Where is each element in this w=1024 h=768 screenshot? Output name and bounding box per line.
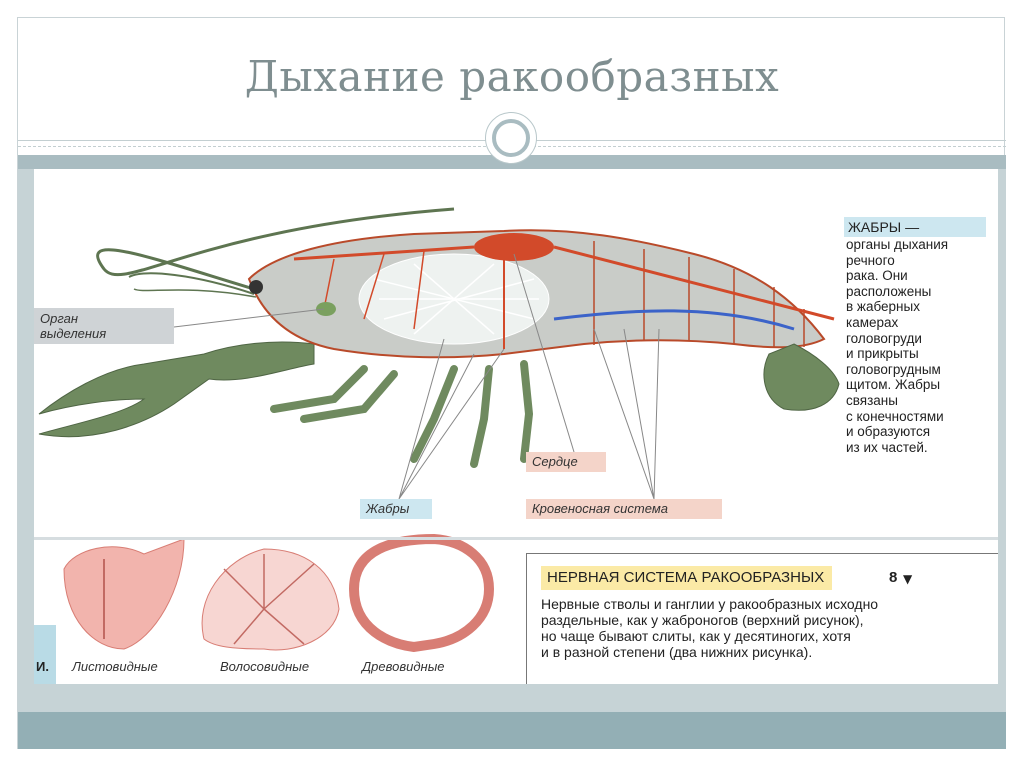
accent-band-bottom [18, 712, 1006, 749]
nervous-system-text: Нервные стволы и ганглии у ракообразных … [541, 596, 991, 660]
nervous-system-text-line: но чаще бывают слиты, как у десятиногих,… [541, 628, 851, 644]
gills-description-line: связаны [846, 392, 898, 408]
gills-description: органы дыхания речного рака. Они располо… [846, 237, 996, 455]
frame-side-right [998, 169, 1006, 684]
nervous-system-page-number: 8 [889, 569, 898, 586]
hair-gill-illustration [201, 548, 340, 651]
gill-type-label-leaf: Листовидные [72, 659, 158, 674]
excretory-organ-label-line2: выделения [40, 326, 107, 341]
nervous-system-text-line: раздельные, как у жаброногов (верхний ри… [541, 612, 864, 628]
panel-separator [34, 537, 998, 540]
gill-type-label-tree: Древовидные [362, 659, 445, 674]
nervous-system-title: НЕРВНАЯ СИСТЕМА РАКООБРАЗНЫХ [541, 566, 833, 590]
side-tab [34, 625, 56, 684]
nervous-system-text-line: Нервные стволы и ганглии у ракообразных … [541, 596, 879, 612]
leaf-gill-illustration [63, 538, 185, 650]
crayfish-figure: Орган выделения Сердце Жабры Кровеносная… [34, 169, 998, 684]
crayfish-illustration [38, 207, 840, 653]
gills-description-line: щитом. Жабры [846, 377, 941, 393]
gills-description-line: расположены [846, 283, 932, 299]
gills-description-line: камерах [846, 314, 899, 330]
gills-description-line: головогруди [846, 330, 922, 346]
circulatory-system-label: Кровеносная система [526, 499, 722, 519]
circle-ornament-icon [485, 112, 537, 164]
gills-box-title: ЖАБРЫ — [844, 217, 986, 237]
accent-band-mid [18, 684, 1006, 712]
excretory-organ-label-line1: Орган [40, 311, 78, 326]
gills-description-line: и прикрыты [846, 346, 919, 362]
tree-gill-illustration [348, 533, 495, 653]
gills-description-line: и образуются [846, 424, 931, 440]
gill-type-label-hair: Волосовидные [220, 659, 310, 674]
side-tab-text: И. [36, 659, 49, 674]
slide-title: Дыхание ракообразных [244, 52, 780, 101]
gills-description-line: рака. Они [846, 268, 908, 284]
gills-description-line: с конечностями [846, 408, 944, 424]
gills-label: Жабры [360, 499, 432, 519]
gills-description-line: речного [846, 252, 895, 268]
gills-description-line: головогрудным [846, 361, 941, 377]
frame-side-left [18, 169, 34, 684]
nervous-system-box: НЕРВНАЯ СИСТЕМА РАКООБРАЗНЫХ 8 ▼ Нервные… [526, 553, 998, 684]
gills-description-line: из их частей. [846, 439, 928, 455]
heart-label: Сердце [526, 452, 606, 472]
nervous-system-text-line: и в разной степени (два нижних рисунка). [541, 644, 813, 660]
gills-description-line: в жаберных [846, 299, 920, 315]
gills-description-line: органы дыхания [846, 237, 949, 252]
excretory-organ-label: Орган выделения [34, 308, 174, 344]
triangle-down-icon: ▼ [903, 572, 913, 586]
